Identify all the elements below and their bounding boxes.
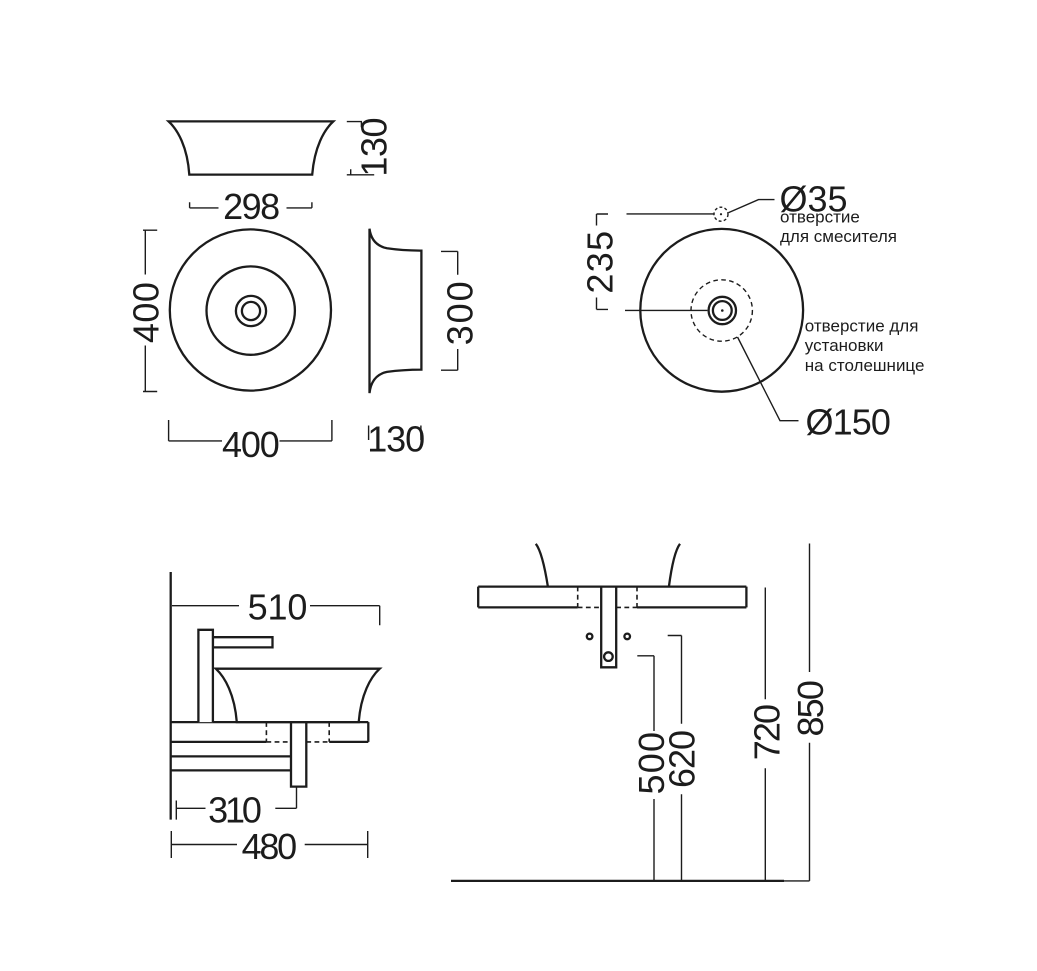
svg-text:на столешнице: на столешнице xyxy=(805,356,925,375)
svg-text:235: 235 xyxy=(580,231,621,294)
svg-text:130: 130 xyxy=(367,419,425,460)
svg-text:850: 850 xyxy=(790,680,831,736)
svg-text:Ø35: Ø35 xyxy=(780,178,848,219)
svg-text:620: 620 xyxy=(661,730,702,788)
svg-text:480: 480 xyxy=(242,826,298,867)
svg-text:отверстие: отверстие xyxy=(780,208,860,227)
svg-text:Ø150: Ø150 xyxy=(806,402,891,443)
svg-text:130: 130 xyxy=(354,117,395,176)
svg-text:отверстие для: отверстие для xyxy=(805,317,919,336)
svg-text:310: 310 xyxy=(208,790,262,831)
svg-text:510: 510 xyxy=(248,586,308,627)
svg-text:720: 720 xyxy=(746,704,787,760)
svg-text:298: 298 xyxy=(223,186,280,227)
svg-text:установки: установки xyxy=(805,336,884,355)
svg-text:для смесителя: для смесителя xyxy=(780,227,897,246)
svg-text:400: 400 xyxy=(222,424,280,465)
svg-text:300: 300 xyxy=(440,281,481,345)
svg-text:400: 400 xyxy=(125,282,166,343)
svg-text:500: 500 xyxy=(631,732,672,795)
